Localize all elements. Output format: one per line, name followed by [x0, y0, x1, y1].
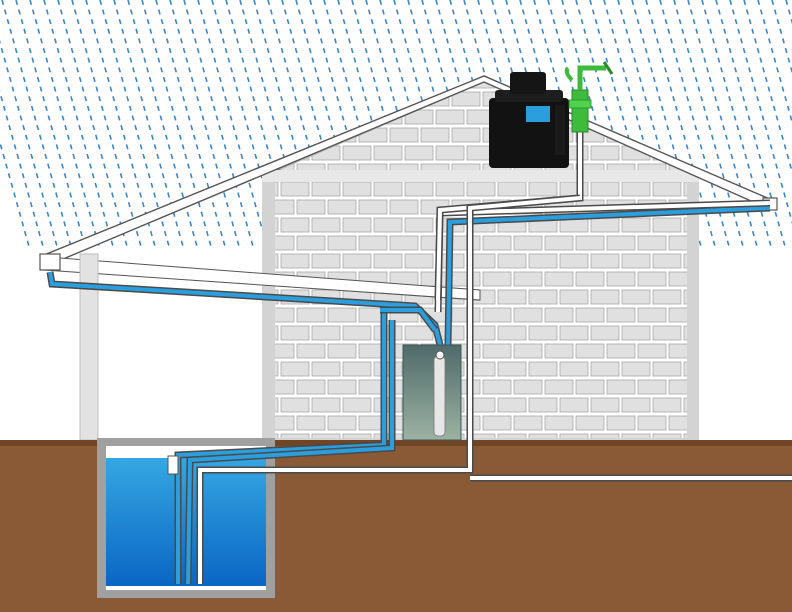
- rain-streak: [449, 0, 521, 251]
- rain-streak: [281, 0, 353, 251]
- rain-streak: [225, 0, 297, 251]
- rain-streak: [365, 0, 437, 251]
- rain-streak: [337, 0, 409, 251]
- rain-streak: [295, 0, 367, 251]
- rain-streak: [421, 0, 493, 251]
- rain-streak: [183, 0, 255, 251]
- rain-streak: [463, 0, 535, 251]
- rain-streak: [407, 0, 479, 251]
- rain-streak: [687, 0, 759, 251]
- rain-streak: [673, 0, 745, 251]
- rain-streak: [533, 0, 605, 251]
- green-tap: [564, 61, 614, 133]
- rain-streak: [323, 0, 395, 251]
- rain-streak: [589, 0, 661, 251]
- rain-streak: [57, 0, 129, 251]
- rain-streak: [0, 89, 45, 251]
- rain-streak: [15, 0, 87, 251]
- rain-streak: [561, 0, 633, 251]
- rain-streak: [603, 0, 675, 251]
- porch-post: [79, 253, 99, 441]
- rain-streak: [239, 0, 311, 251]
- rain-streak: [43, 0, 115, 251]
- rain-streak: [127, 0, 199, 251]
- rain-streak: [99, 0, 171, 251]
- rain-streak: [351, 0, 423, 251]
- rain-streak: [547, 0, 619, 251]
- rain-streak: [701, 0, 773, 251]
- rain-streak: [155, 0, 227, 251]
- rain-streak: [771, 0, 792, 75]
- rain-streak: [519, 0, 591, 251]
- supply-pipes: [167, 108, 792, 584]
- roof-gable: [264, 75, 701, 171]
- rain-streak: [1, 0, 73, 251]
- rain-streak: [85, 0, 157, 251]
- rain-streak: [631, 0, 703, 251]
- rain-streak: [0, 39, 59, 251]
- pump-unit: [402, 344, 462, 441]
- rain-streak: [435, 0, 507, 251]
- rain-streak: [757, 0, 792, 125]
- rain-streak: [477, 0, 549, 251]
- rain-streak: [645, 0, 717, 251]
- rain-streak: [715, 0, 787, 251]
- rain-streak: [0, 139, 31, 251]
- rain-streak: [505, 0, 577, 251]
- rain-streak: [659, 0, 731, 251]
- rain-streak: [169, 0, 241, 251]
- rain-streak: [491, 0, 563, 251]
- rain-streak: [729, 0, 792, 225]
- rain-streak: [743, 0, 792, 175]
- rain-streak: [113, 0, 185, 251]
- rooftop-tank: [489, 72, 569, 168]
- rain-streak: [29, 0, 101, 251]
- rain-streak: [141, 0, 213, 251]
- rain-streak: [617, 0, 689, 251]
- rain-streak: [393, 0, 465, 251]
- inflow-pipes: [174, 306, 438, 585]
- rain-streak: [211, 0, 283, 251]
- rain-streak: [253, 0, 325, 251]
- rain-streak: [197, 0, 269, 251]
- rain-streak: [71, 0, 143, 251]
- left-gutter: [39, 253, 61, 271]
- rain-drops: [0, 0, 792, 251]
- rain-streak: [379, 0, 451, 251]
- rain-streak: [309, 0, 381, 251]
- rain-streak: [575, 0, 647, 251]
- rain-streak: [267, 0, 339, 251]
